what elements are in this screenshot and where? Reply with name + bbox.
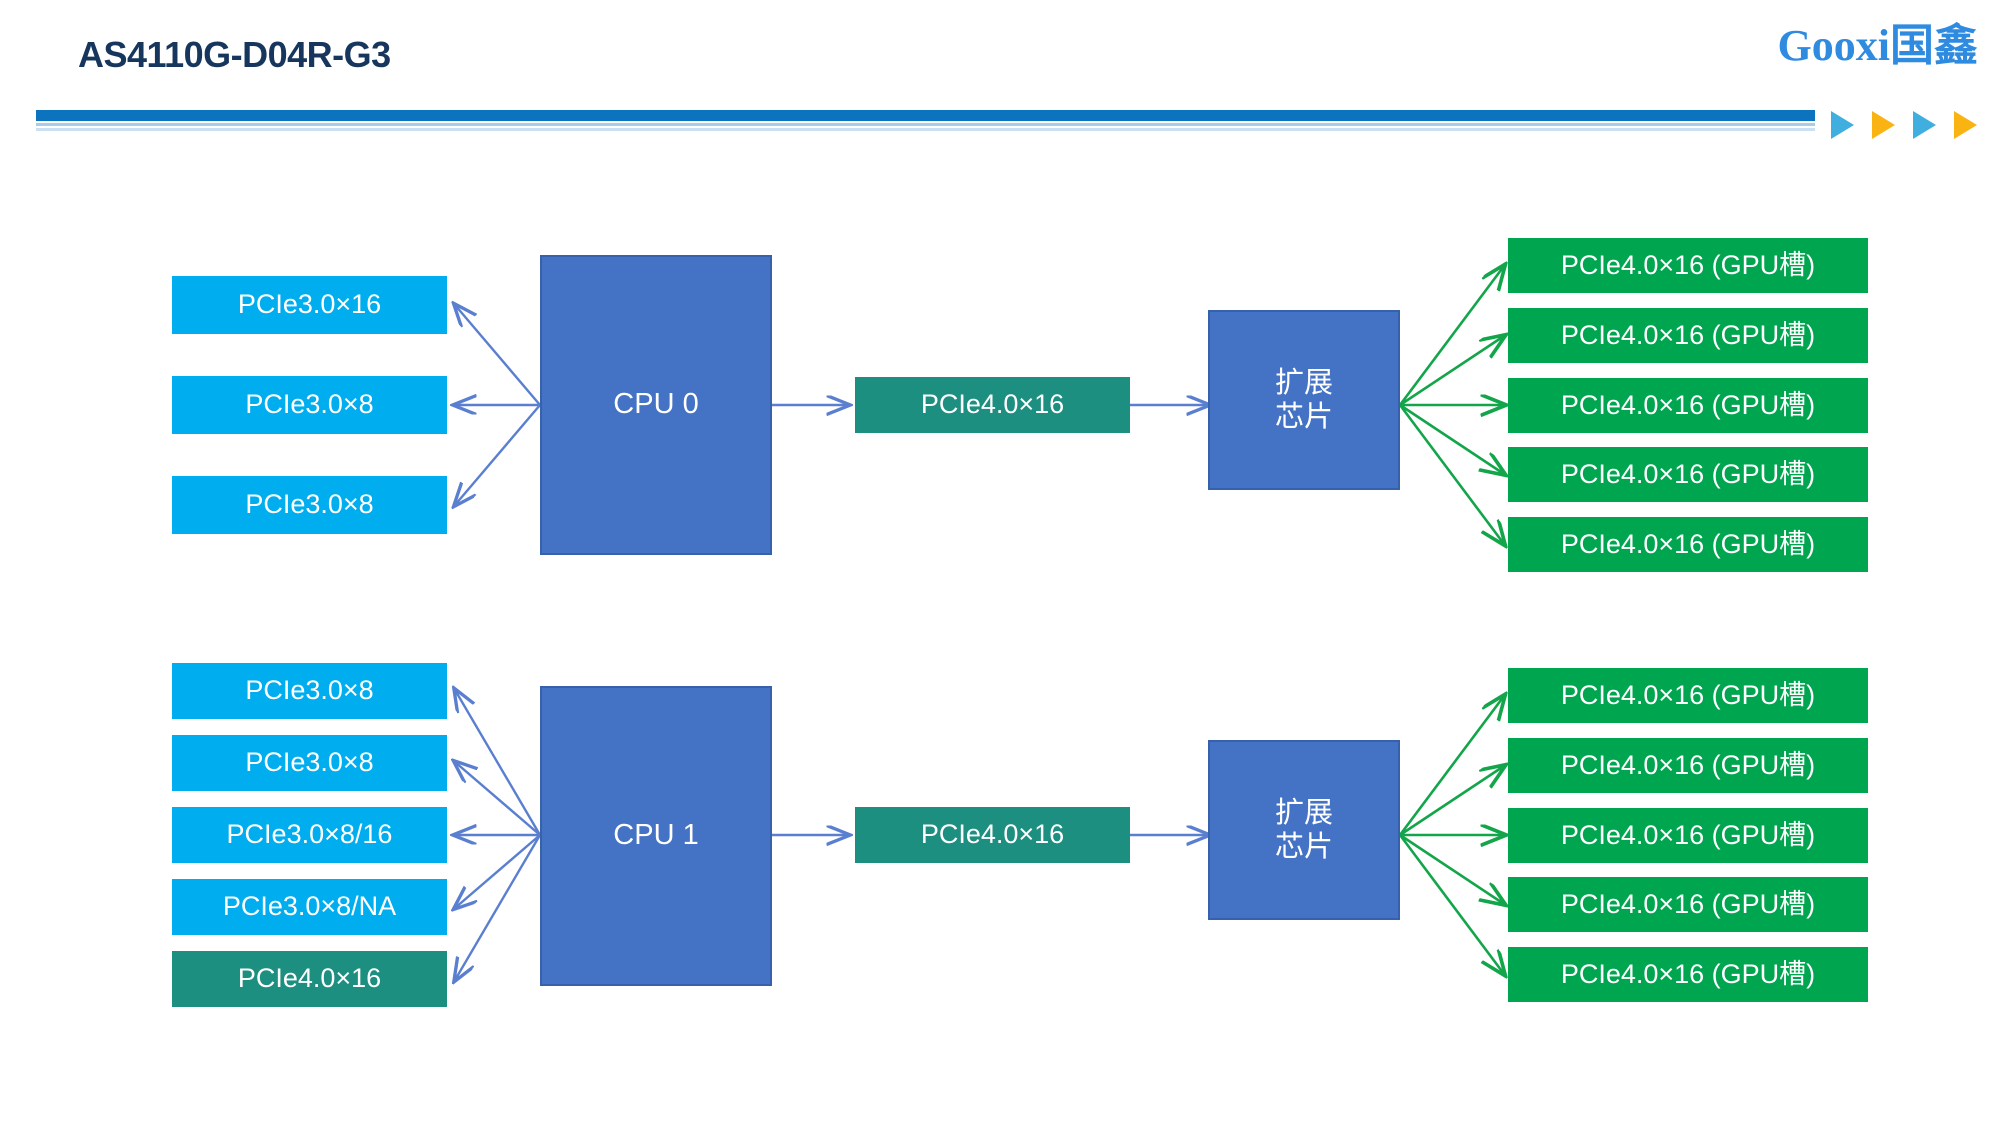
cpu1-switch-chip[interactable]: 扩展 芯片 [1208, 740, 1400, 920]
brand-logo: Gooxi国鑫 [1778, 24, 1978, 68]
page-header: AS4110G-D04R-G3 Gooxi国鑫 [0, 0, 2004, 139]
accent-bar-thin-2 [36, 128, 1815, 131]
cpu0-gpu-slot-1[interactable]: PCIe4.0×16 (GPU槽) [1508, 308, 1868, 363]
cpu1-gpu-slot-0[interactable]: PCIe4.0×16 (GPU槽) [1508, 668, 1868, 723]
cpu1-gpu-slot-4[interactable]: PCIe4.0×16 (GPU槽) [1508, 947, 1868, 1002]
cpu0-switch-chip[interactable]: 扩展 芯片 [1208, 310, 1400, 490]
cpu1-left-fan [455, 690, 542, 980]
cpu0-slot-2[interactable]: PCIe3.0×8 [172, 476, 447, 534]
switch0-gpu-fan [1398, 266, 1504, 544]
cpu1-block[interactable]: CPU 1 [540, 686, 772, 986]
triangle-2-icon [1872, 111, 1895, 139]
switch1-gpu-fan [1398, 696, 1504, 974]
cpu0-slot-1[interactable]: PCIe3.0×8 [172, 376, 447, 434]
cpu1-switch-line2: 芯片 [1274, 829, 1333, 863]
accent-bar-thick [36, 110, 1815, 121]
cpu1-switch-line1: 扩展 [1274, 795, 1333, 830]
cpu0-switch-line2: 芯片 [1274, 399, 1333, 433]
cpu1-slot-3[interactable]: PCIe3.0×8/NA [172, 879, 447, 935]
logo-latin-text: Gooxi [1777, 21, 1890, 70]
cpu1-slot-0[interactable]: PCIe3.0×8 [172, 663, 447, 719]
cpu1-gpu-slot-3[interactable]: PCIe4.0×16 (GPU槽) [1508, 877, 1868, 932]
cpu0-switch-line1: 扩展 [1274, 365, 1333, 400]
triangle-4-icon [1954, 111, 1977, 139]
cpu0-left-fan [455, 305, 541, 505]
logo-chinese-text: 国鑫 [1890, 20, 1978, 71]
cpu1-gpu-slot-1[interactable]: PCIe4.0×16 (GPU槽) [1508, 738, 1868, 793]
cpu0-block[interactable]: CPU 0 [540, 255, 772, 555]
triangle-3-icon [1913, 111, 1936, 139]
cpu0-slot-0[interactable]: PCIe3.0×16 [172, 276, 447, 334]
cpu1-slot-4[interactable]: PCIe4.0×16 [172, 951, 447, 1007]
cpu0-uplink-block[interactable]: PCIe4.0×16 [855, 377, 1130, 433]
cpu0-gpu-slot-3[interactable]: PCIe4.0×16 (GPU槽) [1508, 447, 1868, 502]
cpu0-gpu-slot-2[interactable]: PCIe4.0×16 (GPU槽) [1508, 378, 1868, 433]
cpu1-slot-1[interactable]: PCIe3.0×8 [172, 735, 447, 791]
accent-bar-thin-1 [36, 123, 1815, 126]
cpu1-gpu-slot-2[interactable]: PCIe4.0×16 (GPU槽) [1508, 808, 1868, 863]
triangle-1-icon [1831, 111, 1854, 139]
header-accent-bar [36, 110, 1977, 139]
cpu0-gpu-slot-4[interactable]: PCIe4.0×16 (GPU槽) [1508, 517, 1868, 572]
cpu1-slot-2[interactable]: PCIe3.0×8/16 [172, 807, 447, 863]
cpu1-uplink-block[interactable]: PCIe4.0×16 [855, 807, 1130, 863]
page-title: AS4110G-D04R-G3 [78, 34, 391, 75]
cpu0-gpu-slot-0[interactable]: PCIe4.0×16 (GPU槽) [1508, 238, 1868, 293]
